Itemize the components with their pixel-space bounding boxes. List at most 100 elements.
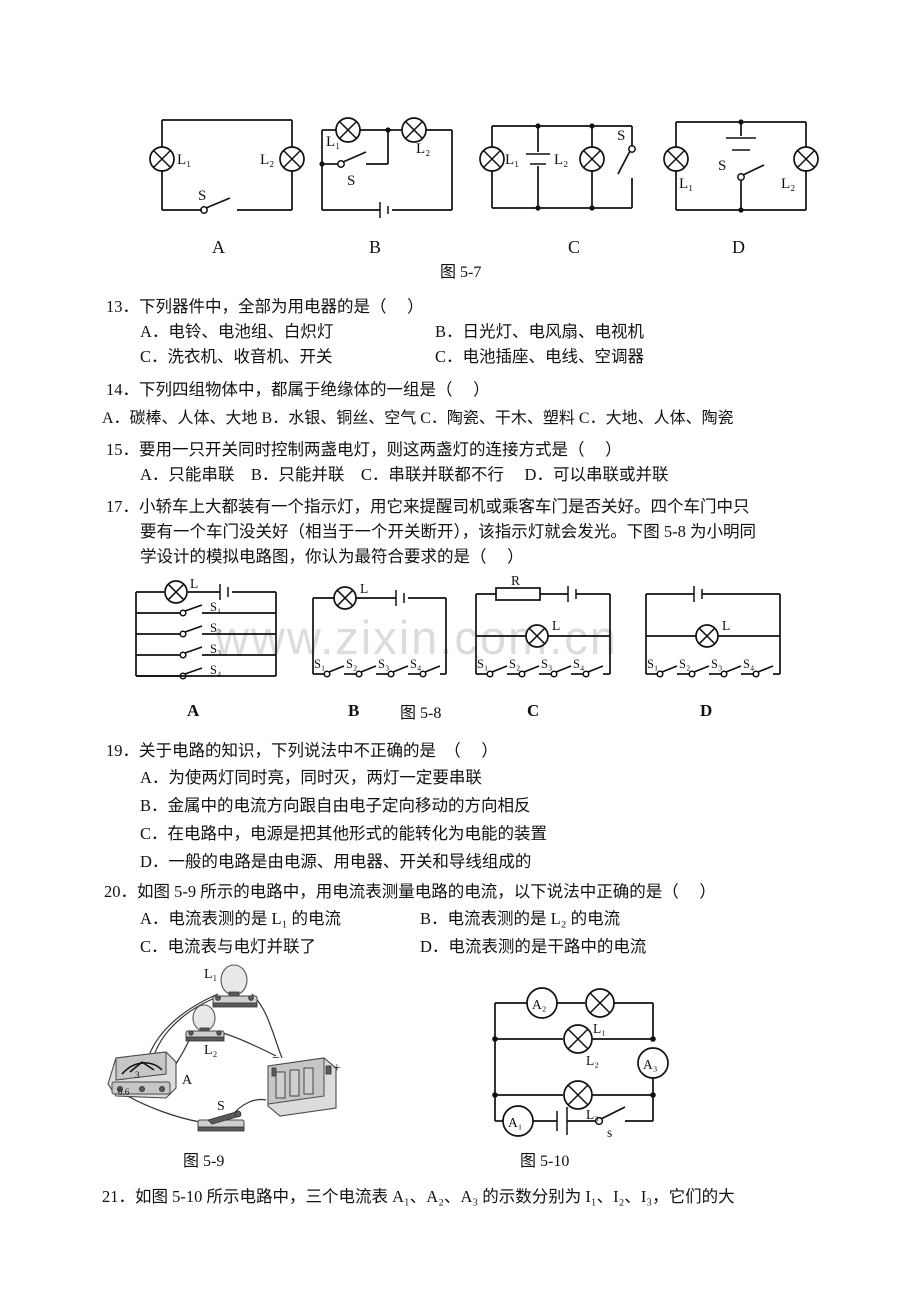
q19-stem: 19．关于电路的知识，下列说法中不正确的是 （ ） xyxy=(106,741,498,760)
fig510-label-a2: A₂ xyxy=(532,997,546,1012)
fig59-lamp-l2 xyxy=(185,1004,225,1042)
fig57-circuit-a xyxy=(149,119,305,214)
q20-option-a: A．电流表测的是 L₁ 的电流 xyxy=(140,909,342,928)
q14-number: 14． xyxy=(106,380,139,399)
q20-option-c: C．电流表与电灯并联了 xyxy=(140,937,317,956)
q15-number: 15． xyxy=(106,440,139,459)
q17-stem-line-2: 要有一个车门没关好（相当于一个开关断开），该指示灯就会发光。下图 5-8 为小明… xyxy=(140,522,756,541)
fig57-option-c: C xyxy=(568,237,581,257)
q19-option-c: C．在电路中，电源是把其他形式的能转化为电能的装置 xyxy=(140,824,548,843)
fig58-a-label-s3: S₃ xyxy=(210,642,221,656)
q20-option-d: D．电流表测的是干路中的电流 xyxy=(420,937,647,956)
fig58-option-b: B xyxy=(348,701,360,720)
fig58-b-label-s3: S₃ xyxy=(378,657,389,671)
q20-number: 20． xyxy=(104,882,137,901)
figure-5-10: A₂ L₁ L₂ A₃ L₃ A₁ s xyxy=(485,985,715,1140)
fig58-circuit-d xyxy=(645,586,781,678)
q13-option-a: A．电铃、电池组、白炽灯 xyxy=(140,322,334,341)
fig58-caption: 图 5-8 xyxy=(400,705,442,722)
fig58-option-c: C xyxy=(527,701,540,720)
fig58-circuit-b xyxy=(312,586,447,678)
q13-option-d: C．电池插座、电线、空调器 xyxy=(435,347,645,366)
fig58-b-label-s1: S₁ xyxy=(314,657,325,671)
fig59-ammeter xyxy=(107,1051,177,1099)
fig57-d-label-s: S xyxy=(718,158,726,174)
fig57-d-label-l1: L₁ xyxy=(679,176,693,192)
fig58-circuit-a xyxy=(135,580,277,680)
fig58-option-a: A xyxy=(187,701,200,720)
fig57-b-label-s: S xyxy=(347,173,355,189)
fig58-b-label-s4: S₄ xyxy=(410,657,421,671)
fig57-circuit-b xyxy=(319,117,453,218)
q21-number: 21． xyxy=(102,1187,135,1206)
q17-number: 17． xyxy=(106,497,139,516)
fig58-d-label-s4: S₄ xyxy=(743,657,754,671)
fig57-c-label-s: S xyxy=(617,128,625,144)
fig58-d-label-s1: S₁ xyxy=(647,657,658,671)
fig58-d-label-s2: S₂ xyxy=(679,657,690,671)
fig57-a-label-s: S xyxy=(198,188,206,204)
q19-number: 19． xyxy=(106,741,139,760)
figure-5-7: L₁ L₂ S xyxy=(140,108,830,228)
fig58-a-label-l: L xyxy=(190,576,198,591)
q19-option-d: D．一般的电路是由电源、用电器、开关和导线组成的 xyxy=(140,852,532,871)
fig57-b-label-l1: L₁ xyxy=(326,134,340,150)
fig59-lamp-l1 xyxy=(212,964,258,1008)
q13-number: 13． xyxy=(106,297,139,316)
fig59-meter-range-high: 3 xyxy=(135,1070,140,1080)
q19-option-a: A．为使两灯同时亮，同时灭，两灯一定要串联 xyxy=(140,768,482,787)
q20-stem: 20．如图 5-9 所示的电路中，用电流表测量电路的电流，以下说法中正确的是（ … xyxy=(104,882,716,901)
fig57-circuit-d xyxy=(663,119,819,213)
fig510-label-l2: L₂ xyxy=(586,1053,599,1068)
q13-option-c: C．洗衣机、收音机、开关 xyxy=(140,347,333,366)
fig58-c-label-s3: S₃ xyxy=(541,657,552,671)
fig58-c-label-s1: S₁ xyxy=(477,657,488,671)
fig510-caption: 图 5-10 xyxy=(520,1153,570,1170)
q17-stem-line-1: 17．小轿车上大都装有一个指示灯，用它来提醒司机或乘客车门是否关好。四个车门中只 xyxy=(106,497,750,516)
fig59-battery-plus: + xyxy=(333,1061,341,1076)
fig58-d-label-l: L xyxy=(722,618,730,633)
fig57-a-label-l1: L₁ xyxy=(177,152,191,168)
fig510-label-l1: L₁ xyxy=(593,1021,606,1036)
fig57-option-d: D xyxy=(732,237,745,257)
fig510-label-a3: A₃ xyxy=(643,1057,658,1072)
fig59-battery-minus: − xyxy=(272,1051,280,1066)
q15-stem: 15．要用一只开关同时控制两盏电灯，则这两盏灯的连接方式是（ ） xyxy=(106,440,622,459)
fig59-battery-pack xyxy=(267,1057,337,1117)
fig59-label-l1: L₁ xyxy=(204,967,217,982)
q20-option-b: B．电流表测的是 L₂ 的电流 xyxy=(420,909,621,928)
q19-option-b: B．金属中的电流方向跟自由电子定向移动的方向相反 xyxy=(140,796,531,815)
fig58-c-label-r: R xyxy=(511,573,520,588)
fig510-label-s: s xyxy=(607,1125,612,1140)
fig57-a-label-l2: L₂ xyxy=(260,152,274,168)
fig57-option-a: A xyxy=(212,237,225,257)
fig58-circuit-c xyxy=(475,586,611,678)
q15-options: A．只能串联 B．只能并联 C．串联并联都不行 D．可以串联或并联 xyxy=(140,465,669,484)
fig57-c-label-l1: L₁ xyxy=(505,152,519,168)
q21-stem: 21．如图 5-10 所示电路中，三个电流表 A₁、A₂、A₃ 的示数分别为 I… xyxy=(102,1187,735,1206)
q14-options: A．碳棒、人体、大地 B．水银、铜丝、空气 C．陶瓷、干木、塑料 C．大地、人体… xyxy=(102,410,734,427)
fig58-b-label-l: L xyxy=(360,581,368,596)
q14-stem: 14．下列四组物体中，都属于绝缘体的一组是（ ） xyxy=(106,380,490,399)
fig510-circuit xyxy=(492,987,669,1137)
q13-stem: 13．下列器件中，全部为用电器的是（ ） xyxy=(106,297,424,316)
fig59-meter-range-low: 0.6 xyxy=(118,1087,130,1097)
fig57-circuit-c xyxy=(479,123,636,211)
figure-5-9: L₁ L₂ 3 0.6 xyxy=(100,962,430,1147)
fig58-d-label-s3: S₃ xyxy=(711,657,722,671)
fig58-a-label-s1: S₁ xyxy=(210,600,221,614)
fig58-c-label-s2: S₂ xyxy=(509,657,520,671)
fig59-label-a: A xyxy=(182,1073,193,1088)
q17-stem-line-3: 学设计的模拟电路图，你认为最符合要求的是（ ） xyxy=(140,547,524,566)
fig57-d-label-l2: L₂ xyxy=(781,176,795,192)
fig57-c-label-l2: L₂ xyxy=(554,152,568,168)
fig58-b-label-s2: S₂ xyxy=(346,657,357,671)
fig57-option-b: B xyxy=(369,237,382,257)
fig59-caption: 图 5-9 xyxy=(183,1153,225,1170)
figure-5-8: L S₁ S₂ S₃ S₄ xyxy=(128,573,828,688)
fig58-option-d: D xyxy=(700,701,713,720)
q13-option-b: B．日光灯、电风扇、电视机 xyxy=(435,322,645,341)
fig59-label-l2: L₂ xyxy=(204,1043,218,1058)
fig57-b-label-l2: L₂ xyxy=(416,141,430,157)
